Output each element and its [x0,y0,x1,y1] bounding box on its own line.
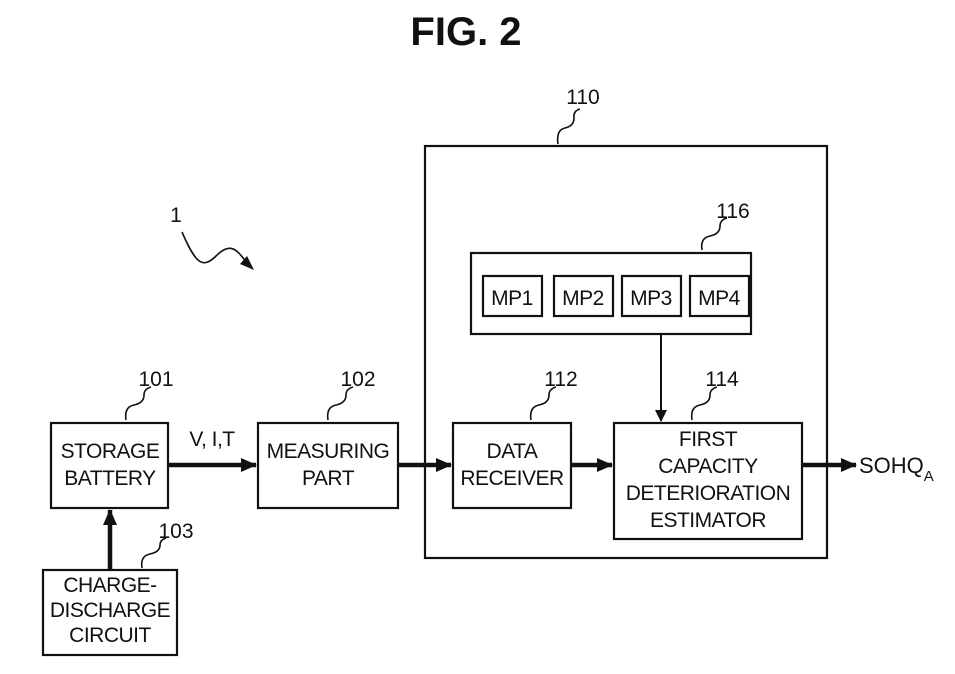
model-mp2-label: MP2 [562,287,604,310]
model-mp3-label: MP3 [630,287,672,310]
measuring-part-label-line1: MEASURING [267,440,390,463]
storage-battery-label-line1: STORAGE [61,440,160,463]
system-ref-arrow [240,256,254,270]
measuring-part-label-line2: PART [302,467,355,490]
data-receiver-label-line1: DATA [487,440,538,463]
storage-battery-label-line2: BATTERY [64,467,156,490]
data-receiver-ref: 112 [544,368,577,391]
data-receiver-label-line2: RECEIVER [460,467,564,490]
measuring-part-leader [328,387,353,420]
system-ref: 1 [170,204,182,227]
estimator-ref: 114 [705,368,739,391]
measuring-part-ref: 102 [340,368,375,391]
estimator-label-line3: DETERIORATION [626,482,791,505]
system-ref-leader [182,232,248,264]
storage-battery-ref: 101 [138,368,173,391]
charge-circuit-label-line3: CIRCUIT [69,624,151,647]
estimation-device-ref: 110 [566,86,599,109]
estimation-device-leader [558,109,580,144]
data-receiver-box [453,423,571,508]
charge-circuit-label-line1: CHARGE- [63,574,157,597]
model-mp4-label: MP4 [698,287,741,310]
model-mp1-label: MP1 [491,287,533,310]
measuring-part-box [258,423,398,508]
estimator-label-line1: FIRST [679,428,738,451]
storage-battery-box [51,423,168,508]
charge-circuit-label-line2: DISCHARGE [50,599,171,622]
estimator-label-line4: ESTIMATOR [650,509,766,532]
output-signal-main: SOHQ [859,453,924,478]
estimator-label-line2: CAPACITY [658,455,758,478]
model-store-ref: 116 [716,200,749,223]
measurement-signal-label: V, I,T [189,428,235,451]
output-signal-subscript: A [924,468,934,485]
figure-title: FIG. 2 [410,10,521,54]
output-signal-label: SOHQA [859,453,934,485]
storage-battery-leader [126,387,151,420]
